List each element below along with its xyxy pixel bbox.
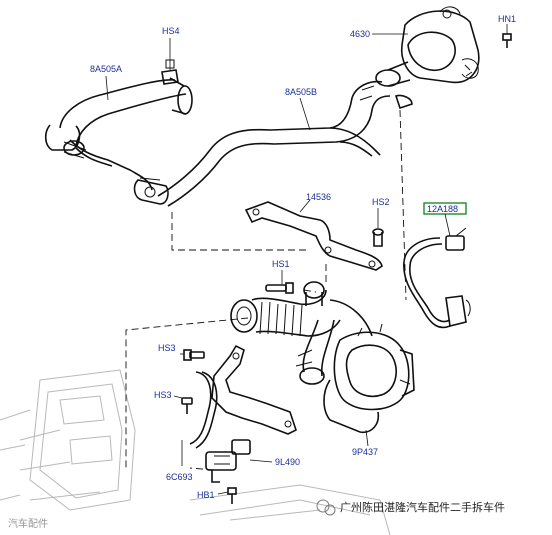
brand-text: 广州陈田湛隆汽车配件二手拆车件 [340, 500, 505, 514]
screw-hs2 [372, 208, 384, 247]
sensor-12a188 [403, 202, 471, 329]
bracket-14536 [244, 199, 383, 271]
bracket-6c693 [181, 344, 297, 466]
bolt-hn1 [502, 24, 512, 48]
engine-block-outline [0, 369, 391, 535]
thermostat-housing-4630 [375, 6, 480, 87]
coolant-hose-assembly [230, 281, 373, 385]
label-8a505a: 8A505A [90, 64, 122, 74]
bolt-hs3-bottom [173, 395, 193, 414]
solenoid-9l490 [205, 439, 273, 483]
label-9l490: 9L490 [275, 457, 300, 467]
label-9p437: 9P437 [352, 447, 378, 457]
bolt-hs1 [265, 270, 294, 294]
label-4630: 4630 [350, 29, 370, 39]
label-hn1: HN1 [498, 14, 516, 24]
label-hs1: HS1 [272, 259, 290, 269]
label-14536: 14536 [306, 192, 331, 202]
bottom-left-watermark: 汽车配件 [8, 517, 48, 530]
bolt-hs3-top [180, 349, 205, 361]
label-hs4: HS4 [162, 26, 180, 36]
label-hb1: HB1 [197, 490, 215, 500]
valve-9p437 [323, 323, 415, 447]
watermark-text: 汽车配件 [8, 517, 48, 530]
bolt-hb1 [217, 487, 237, 504]
label-hs3-bottom: HS3 [154, 390, 172, 400]
label-12a188: 12A188 [427, 204, 458, 214]
label-leaders [105, 33, 408, 131]
label-6c693: 6C693 [166, 472, 193, 482]
wechat-icon [316, 499, 330, 513]
label-8a505b: 8A505B [285, 87, 317, 97]
hose-8a505b [157, 80, 413, 207]
label-hs2: HS2 [372, 197, 390, 207]
hose-8a505a [44, 77, 193, 205]
brand-badge: 广州陈田湛隆汽车配件二手拆车件 [316, 499, 505, 516]
label-hs3-top: HS3 [158, 343, 176, 353]
clamp-hs4 [161, 38, 179, 85]
